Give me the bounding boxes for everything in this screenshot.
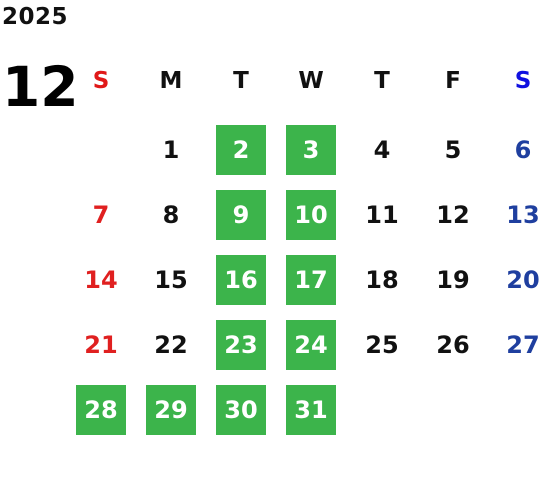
day-cell[interactable]: 13 bbox=[506, 201, 540, 229]
weekday-sunday: S bbox=[92, 68, 110, 94]
weekday-saturday: S bbox=[514, 68, 532, 94]
day-cell[interactable]: 18 bbox=[365, 266, 399, 294]
highlighted-day-cell[interactable]: 17 bbox=[286, 255, 336, 305]
highlighted-day-cell[interactable]: 24 bbox=[286, 320, 336, 370]
weekday-thursday: T bbox=[374, 68, 390, 94]
highlighted-day-cell[interactable]: 10 bbox=[286, 190, 336, 240]
day-cell[interactable]: 1 bbox=[162, 136, 180, 164]
month-number: 12 bbox=[2, 55, 79, 119]
highlighted-day-cell[interactable]: 31 bbox=[286, 385, 336, 435]
day-cell[interactable]: 6 bbox=[514, 136, 532, 164]
day-cell[interactable]: 15 bbox=[154, 266, 188, 294]
year-label: 2025 bbox=[2, 4, 69, 30]
highlighted-day-cell[interactable]: 30 bbox=[216, 385, 266, 435]
weekday-monday: M bbox=[159, 68, 183, 94]
day-cell[interactable]: 7 bbox=[92, 201, 110, 229]
day-cell[interactable]: 26 bbox=[436, 331, 470, 359]
weekday-tuesday: T bbox=[233, 68, 249, 94]
weekday-friday: F bbox=[445, 68, 461, 94]
highlighted-day-cell[interactable]: 3 bbox=[286, 125, 336, 175]
day-cell[interactable]: 14 bbox=[84, 266, 118, 294]
day-cell[interactable]: 5 bbox=[444, 136, 462, 164]
highlighted-day-cell[interactable]: 9 bbox=[216, 190, 266, 240]
day-cell[interactable]: 25 bbox=[365, 331, 399, 359]
weekday-wednesday: W bbox=[298, 68, 324, 94]
day-cell[interactable]: 12 bbox=[436, 201, 470, 229]
day-cell[interactable]: 27 bbox=[506, 331, 540, 359]
highlighted-day-cell[interactable]: 16 bbox=[216, 255, 266, 305]
highlighted-day-cell[interactable]: 2 bbox=[216, 125, 266, 175]
day-cell[interactable]: 22 bbox=[154, 331, 188, 359]
day-cell[interactable]: 8 bbox=[162, 201, 180, 229]
day-cell[interactable]: 19 bbox=[436, 266, 470, 294]
day-cell[interactable]: 4 bbox=[373, 136, 391, 164]
highlighted-day-cell[interactable]: 29 bbox=[146, 385, 196, 435]
highlighted-day-cell[interactable]: 23 bbox=[216, 320, 266, 370]
day-cell[interactable]: 20 bbox=[506, 266, 540, 294]
highlighted-day-cell[interactable]: 28 bbox=[76, 385, 126, 435]
day-cell[interactable]: 21 bbox=[84, 331, 118, 359]
day-cell[interactable]: 11 bbox=[365, 201, 399, 229]
